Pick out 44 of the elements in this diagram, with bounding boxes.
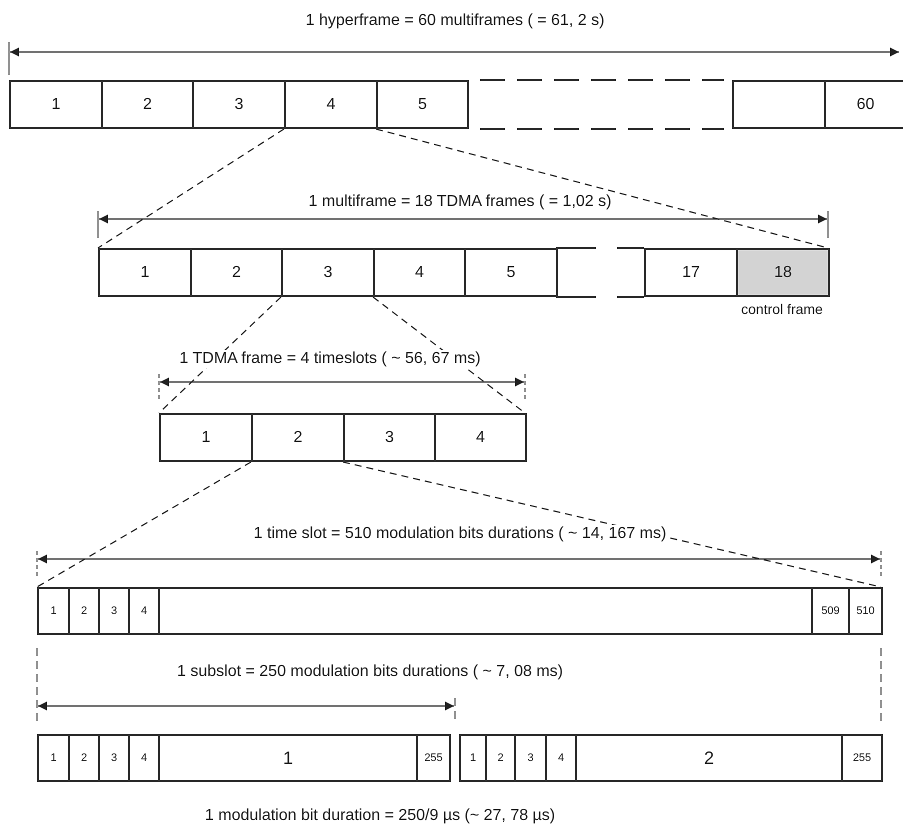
- bit-cell: 510: [848, 587, 883, 635]
- tdma-frame-cell: 3: [281, 248, 375, 297]
- tdma-frame-cell: 2: [190, 248, 283, 297]
- bit-cell: 2: [68, 587, 100, 635]
- zoom-line: [98, 128, 284, 248]
- zoom-line: [36, 461, 252, 588]
- subslot-cell: 2: [575, 734, 843, 782]
- duration-label: 1 subslot = 250 modulation bits durations ( ~ 7, 08 ms): [175, 663, 565, 681]
- multiframe-cell: [732, 80, 826, 129]
- multiframe-cell: 5: [376, 80, 469, 129]
- zoom-line: [342, 461, 882, 588]
- bit-cell: 3: [98, 587, 130, 635]
- subslot-cell: 1: [158, 734, 418, 782]
- tdma-frame-cell: 17: [644, 248, 738, 297]
- timeslot-cell: 2: [251, 413, 345, 462]
- bit-cell: 4: [128, 734, 160, 782]
- multiframe-cell: 1: [9, 80, 103, 129]
- multiframe-cell: 3: [192, 80, 286, 129]
- bit-cell: 3: [98, 734, 130, 782]
- bit-cell: 2: [485, 734, 516, 782]
- bit-cell: 2: [68, 734, 100, 782]
- timeslot-cell: 4: [434, 413, 527, 462]
- timeslot-cell: 3: [343, 413, 436, 462]
- duration-label: 1 time slot = 510 modulation bits durations ( ~ 14, 167 ms): [252, 525, 668, 543]
- bit-cell: 4: [545, 734, 577, 782]
- multiframe-cell: 4: [284, 80, 378, 129]
- bit-cell: 255: [416, 734, 451, 782]
- bit-cell: 1: [37, 587, 70, 635]
- multiframe-cell: 60: [824, 80, 903, 129]
- tdma-frame-cell: 4: [373, 248, 466, 297]
- bit-cell: 3: [514, 734, 547, 782]
- bit-cell: [158, 587, 813, 635]
- bit-cell: 1: [37, 734, 70, 782]
- bit-cell: 255: [841, 734, 883, 782]
- duration-label: 1 multiframe = 18 TDMA frames ( = 1,02 s): [306, 193, 614, 211]
- duration-label: 1 hyperframe = 60 multiframes ( = 61, 2 s): [304, 12, 606, 30]
- timeslot-cell: 1: [159, 413, 253, 462]
- multiframe-cell: 2: [101, 80, 194, 129]
- bit-cell: 509: [811, 587, 850, 635]
- tdma-frame-cell: 1: [98, 248, 192, 297]
- bit-cell: 4: [128, 587, 160, 635]
- bit-cell: 1: [459, 734, 487, 782]
- tdma-frame-cell: 18: [736, 248, 830, 297]
- tdma-frame-cell: 5: [464, 248, 558, 297]
